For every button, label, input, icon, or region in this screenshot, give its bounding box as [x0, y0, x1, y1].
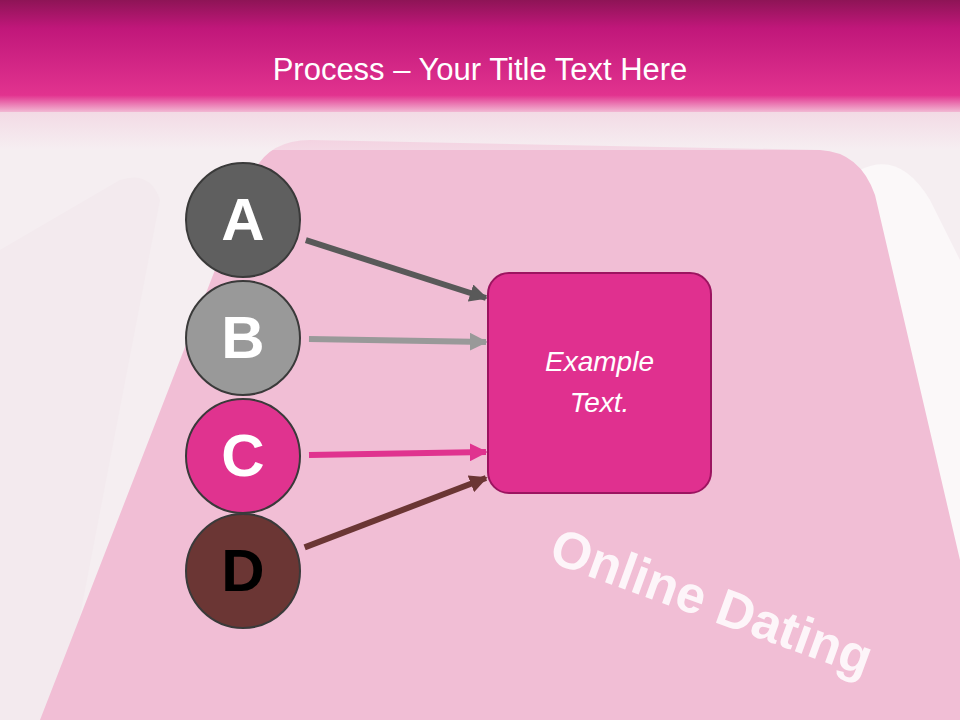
step-circle: D: [185, 513, 301, 629]
key-cap: [40, 140, 960, 720]
flow-arrow: [309, 452, 486, 455]
title-text: Process – Your Title Text Here: [273, 52, 688, 87]
step-letter: B: [221, 308, 264, 368]
step-letter: D: [221, 541, 264, 601]
step-letter: C: [221, 426, 264, 486]
step-circle: C: [185, 398, 301, 514]
flow-arrow: [306, 240, 486, 298]
step-circle: B: [185, 280, 301, 396]
header-fade: [0, 110, 960, 150]
step-circle: A: [185, 162, 301, 278]
watermark: Online Dating: [543, 516, 881, 688]
header-band: [0, 0, 960, 112]
step-letter: A: [221, 190, 264, 250]
box-text: Example Text.: [525, 342, 675, 423]
slide-title: Process – Your Title Text Here: [0, 52, 960, 88]
flow-arrow: [305, 478, 486, 547]
result-box: Example Text.: [487, 272, 712, 494]
flow-arrow: [309, 339, 486, 342]
